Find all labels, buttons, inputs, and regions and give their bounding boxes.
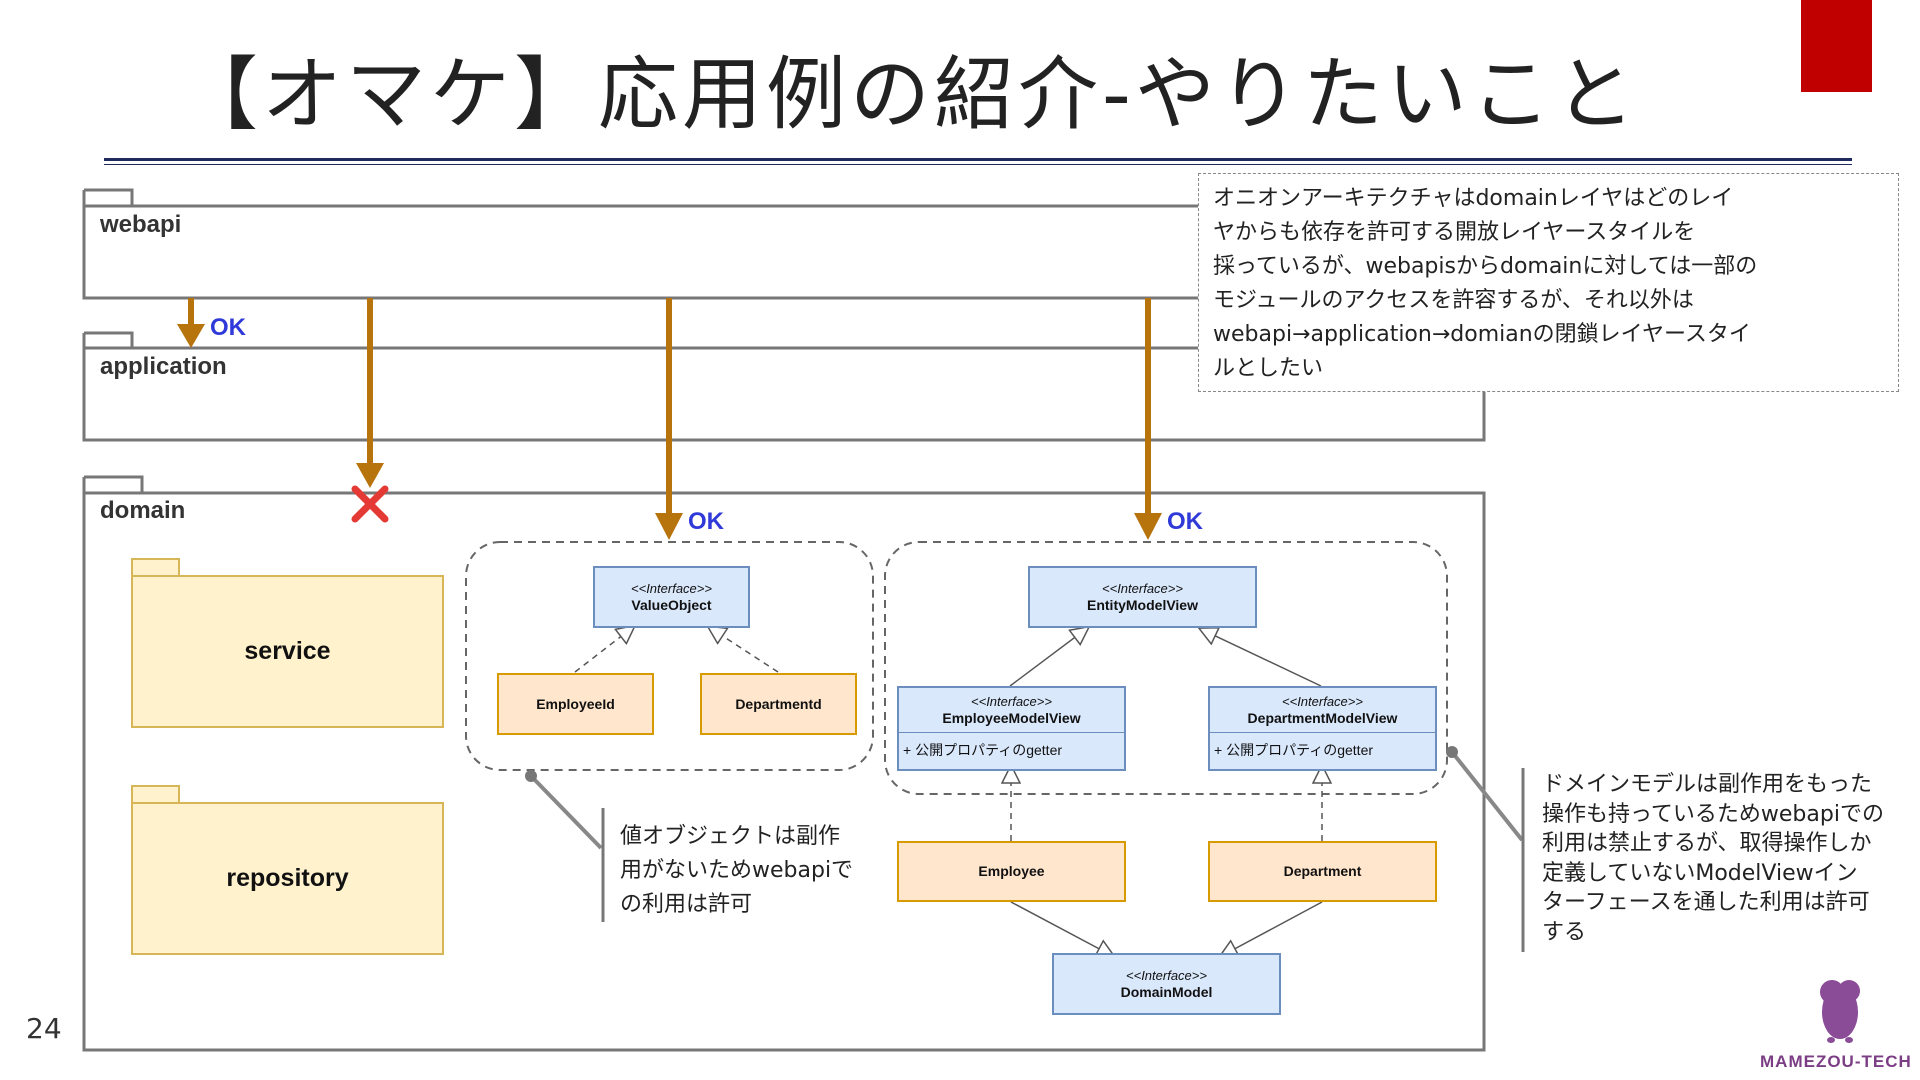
note-line: 値オブジェクトは副作	[620, 824, 841, 849]
note-line: ターフェースを通した利用は許可	[1542, 890, 1870, 915]
repository-folder	[131, 785, 444, 955]
domain-package-label: domain	[100, 497, 186, 524]
class-name: Departmentd	[735, 695, 822, 712]
dependency-arrows	[177, 298, 1162, 540]
class-name: EntityModelView	[1087, 597, 1198, 613]
callout-line: ルとしたい	[1213, 356, 1324, 381]
ok-label-application: OK	[210, 314, 246, 341]
stereotype-label: <<Interface>>	[631, 581, 712, 596]
stereotype-label: <<Interface>>	[1102, 581, 1183, 596]
callout-line: オニオンアーキテクチャはdomainレイヤはどのレイ	[1213, 186, 1734, 211]
note-line: ドメインモデルは副作用をもった	[1542, 772, 1873, 797]
value-object-interface: <<Interface>> ValueObject	[593, 566, 750, 628]
employee-id-class: EmployeeId	[497, 673, 654, 735]
class-header: <<Interface>> EmployeeModelView	[899, 688, 1124, 733]
model-view-realizations	[1011, 774, 1322, 841]
mascot-icon	[1820, 980, 1860, 1043]
class-header: <<Interface>> DepartmentModelView	[1210, 688, 1435, 733]
class-name: EmployeeModelView	[942, 710, 1081, 726]
value-object-realizations	[574, 631, 779, 673]
domain-model-generalizations	[1010, 901, 1323, 953]
class-attribute: + 公開プロパティのgetter	[903, 742, 1063, 758]
stereotype-label: <<Interface>>	[1126, 968, 1207, 983]
note-line: 用がないためwebapiで	[620, 858, 854, 883]
webapi-package-label: webapi	[100, 211, 182, 238]
class-name: EmployeeId	[536, 695, 615, 712]
accent-block	[1801, 0, 1872, 92]
service-folder	[131, 558, 444, 728]
class-name: ValueObject	[631, 597, 712, 613]
stereotype-label: <<Interface>>	[1282, 694, 1363, 709]
note-connectors	[525, 746, 1525, 952]
class-name: Department	[1283, 863, 1362, 879]
department-model-view-interface: <<Interface>> DepartmentModelView + 公開プロ…	[1208, 686, 1437, 771]
stereotype-label: <<Interface>>	[971, 694, 1052, 709]
application-package	[82, 331, 1486, 442]
ok-label-entity-model-views: OK	[1167, 508, 1203, 535]
employee-class: Employee	[897, 841, 1126, 902]
value-object-note: 値オブジェクトは副作 用がないためwebapiで の利用は許可	[620, 820, 853, 922]
class-name: Employee	[978, 863, 1045, 879]
callout-line: webapi→application→domianの閉鎖レイヤースタイ	[1213, 322, 1751, 347]
ok-label-value-objects: OK	[688, 508, 724, 535]
onion-architecture-callout: オニオンアーキテクチャはdomainレイヤはどのレイ ヤからも依存を許可する開放…	[1198, 173, 1899, 392]
class-name: DepartmentModelView	[1247, 710, 1398, 726]
callout-line: ヤからも依存を許可する開放レイヤースタイルを	[1213, 220, 1696, 245]
brand-logo-text: MAMEZOU-TECH	[1760, 1052, 1912, 1071]
slide-title: 【オマケ】応用例の紹介-やりたいこと	[178, 48, 1639, 141]
note-line: の利用は許可	[620, 892, 753, 917]
note-line: 定義していないModelViewイン	[1542, 860, 1858, 886]
red-cross-icon	[351, 485, 389, 523]
value-object-group	[465, 541, 874, 771]
note-line: する	[1542, 919, 1587, 945]
department-class: Department	[1208, 841, 1437, 902]
class-attribute: + 公開プロパティのgetter	[1214, 742, 1374, 758]
note-line: 利用は禁止するが、取得操作しか	[1542, 831, 1872, 856]
service-folder-label: service	[244, 637, 331, 665]
callout-line: モジュールのアクセスを許容するが、それ以外は	[1213, 288, 1694, 313]
page-number: 24	[26, 1012, 62, 1045]
domain-model-note: ドメインモデルは副作用をもった 操作も持っているためwebapiでの 利用は禁止…	[1542, 770, 1884, 947]
title-rule	[104, 158, 1852, 161]
class-name: DomainModel	[1120, 984, 1213, 1000]
application-package-label: application	[100, 353, 227, 380]
employee-model-view-interface: <<Interface>> EmployeeModelView + 公開プロパテ…	[897, 686, 1126, 771]
callout-line: 採っているが、webapisからdomainに対しては一部の	[1213, 254, 1758, 279]
entity-model-view-generalizations	[1009, 632, 1322, 687]
entity-model-view-interface: <<Interface>> EntityModelView	[1028, 566, 1257, 628]
domain-model-interface: <<Interface>> DomainModel	[1052, 953, 1281, 1015]
note-line: 操作も持っているためwebapiでの	[1542, 801, 1884, 827]
title-rule-thin	[104, 164, 1852, 165]
repository-folder-label: repository	[226, 864, 349, 892]
department-id-class: Departmentd	[700, 673, 857, 735]
